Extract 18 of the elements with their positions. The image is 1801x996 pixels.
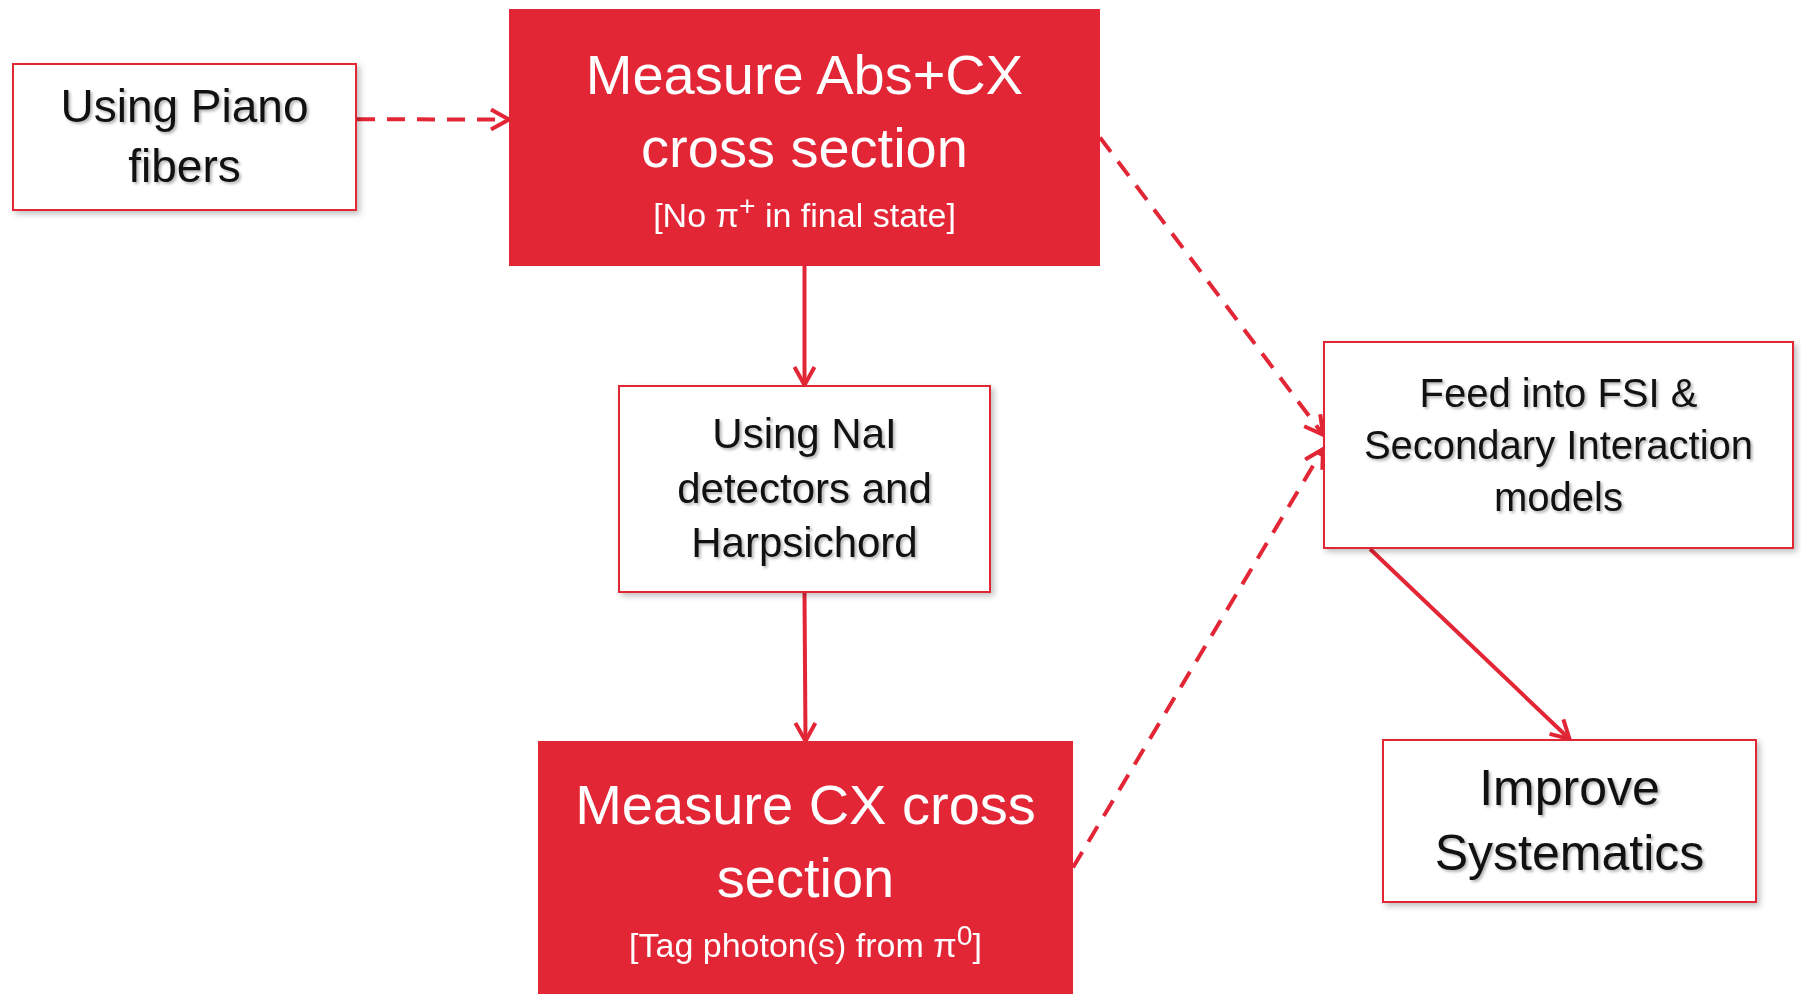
box-title: Feed into FSI & Secondary Interaction models — [1362, 370, 1755, 521]
box-note: [Tag photon(s) from π$^{0}$] — [629, 918, 982, 966]
box-title: Improve Systematics — [1433, 759, 1706, 883]
note-box — [12, 63, 357, 211]
box-note: [No π$^{+}$ in final state] — [653, 188, 956, 236]
note-box — [1382, 739, 1757, 903]
note-box — [618, 385, 991, 593]
box-title: Measure Abs+CX cross section — [584, 42, 1025, 181]
box-title: Using NaI detectors and Harpsichord — [676, 409, 933, 569]
box-title: Measure CX cross section — [574, 772, 1037, 911]
note-box — [1323, 341, 1794, 549]
arrow — [793, 593, 818, 743]
process-box — [509, 9, 1100, 266]
arrow — [1368, 547, 1572, 741]
arrow — [792, 266, 817, 387]
arrow — [357, 107, 511, 132]
process-box — [538, 741, 1073, 994]
box-title: Using Piano fibers — [59, 79, 310, 194]
